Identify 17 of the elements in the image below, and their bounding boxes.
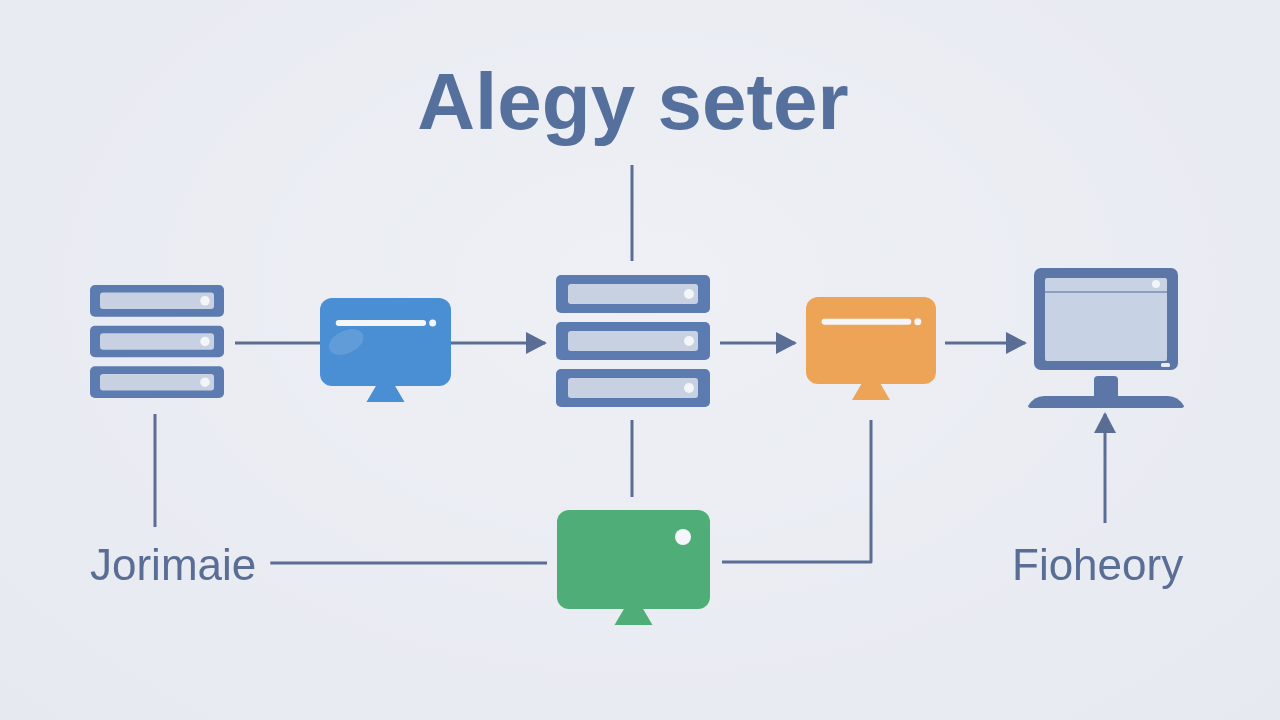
monitor-icon [1028,268,1184,408]
monitor-icon [806,297,936,400]
arrow [720,332,797,354]
node-label: Fioheory [1012,539,1184,591]
node-label: Jorimaie [90,539,257,591]
arrow [451,332,547,354]
server-icon [90,285,224,398]
monitor-icon [557,510,710,625]
server-icon [556,275,710,407]
connector-line [153,414,157,527]
arrow [945,332,1027,354]
arrow [1094,412,1116,523]
connector-line [630,420,634,497]
connector-line [270,561,547,565]
monitor-icon [320,298,451,402]
connector-line [630,165,634,261]
connector-line [235,341,320,345]
